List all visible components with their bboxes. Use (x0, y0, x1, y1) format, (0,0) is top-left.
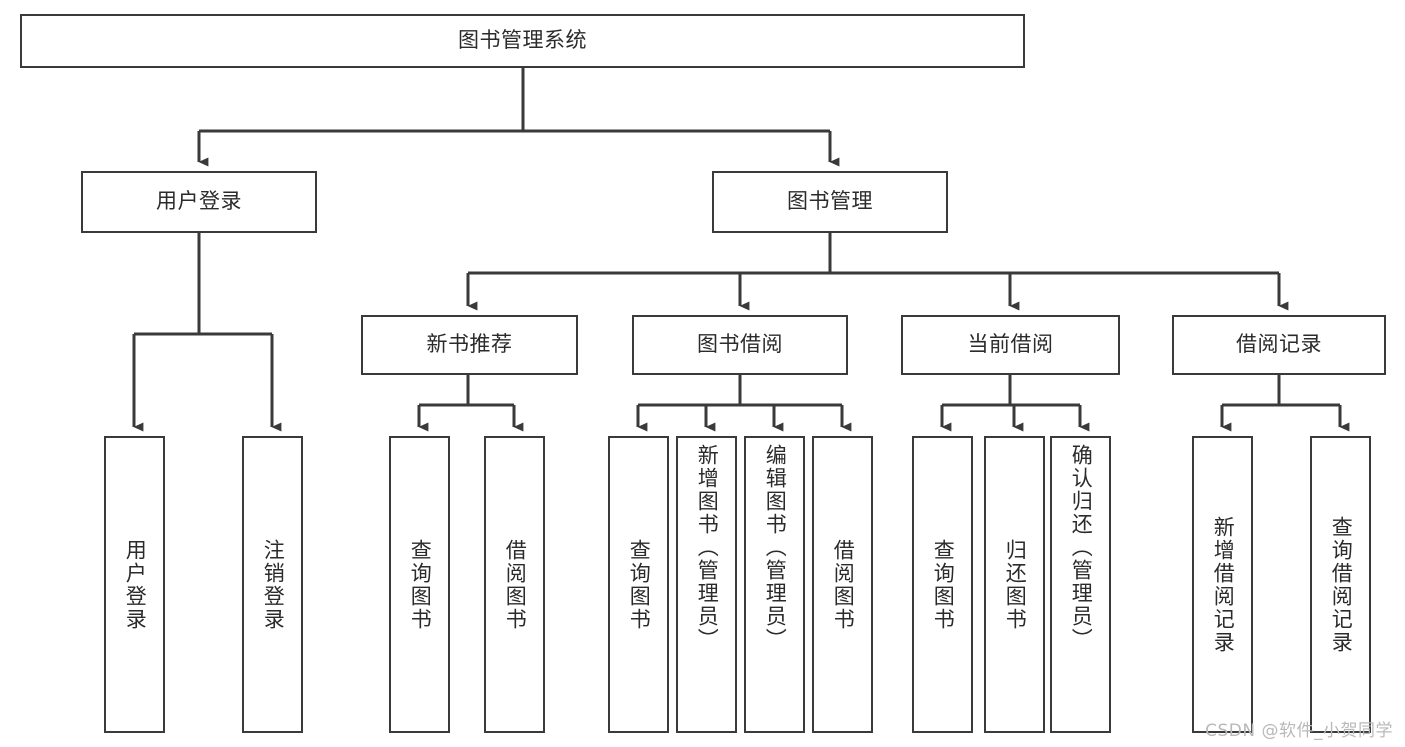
node-leaf-confirm-return-admin[interactable]: 确认归还（管理员） (1050, 436, 1111, 733)
node-leaf-borrow-book-rec[interactable]: 借阅图书 (484, 436, 545, 733)
node-leaf-edit-book-admin-label: 编辑图书（管理员） (763, 444, 788, 651)
node-current-borrow-label: 当前借阅 (967, 332, 1054, 357)
node-leaf-return-book[interactable]: 归还图书 (984, 436, 1045, 733)
node-new-book-recommend[interactable]: 新书推荐 (361, 315, 578, 375)
node-leaf-add-borrow-record-label: 新增借阅记录 (1211, 515, 1236, 654)
node-borrow-record-label: 借阅记录 (1236, 332, 1322, 357)
node-leaf-return-book-label: 归还图书 (1003, 538, 1028, 631)
node-book-management[interactable]: 图书管理 (712, 171, 948, 233)
node-leaf-add-book-admin-label: 新增图书（管理员） (695, 444, 720, 651)
node-leaf-user-logout[interactable]: 注销登录 (242, 436, 303, 733)
node-leaf-query-book-current-label: 查询图书 (931, 538, 956, 631)
node-leaf-query-book-current[interactable]: 查询图书 (912, 436, 973, 733)
node-book-borrow[interactable]: 图书借阅 (632, 315, 848, 375)
node-leaf-query-borrow-record-label: 查询借阅记录 (1329, 515, 1354, 654)
node-leaf-add-borrow-record[interactable]: 新增借阅记录 (1192, 436, 1253, 733)
node-leaf-borrow-book[interactable]: 借阅图书 (812, 436, 873, 733)
node-leaf-confirm-return-admin-label: 确认归还（管理员） (1069, 444, 1094, 651)
node-book-management-label: 图书管理 (787, 189, 873, 214)
node-root-label: 图书管理系统 (458, 28, 587, 53)
node-leaf-query-book-borrow-label: 查询图书 (627, 538, 652, 631)
node-leaf-user-login-label: 用户登录 (123, 538, 148, 631)
node-leaf-borrow-book-label: 借阅图书 (831, 538, 856, 631)
node-borrow-record[interactable]: 借阅记录 (1172, 315, 1386, 375)
node-leaf-query-book-rec[interactable]: 查询图书 (389, 436, 450, 733)
node-leaf-user-logout-label: 注销登录 (261, 538, 286, 631)
node-leaf-add-book-admin[interactable]: 新增图书（管理员） (676, 436, 737, 733)
node-user-login-label: 用户登录 (156, 189, 242, 214)
node-leaf-edit-book-admin[interactable]: 编辑图书（管理员） (744, 436, 805, 733)
node-leaf-query-book-borrow[interactable]: 查询图书 (608, 436, 669, 733)
node-leaf-borrow-book-rec-label: 借阅图书 (503, 538, 528, 631)
node-leaf-query-borrow-record[interactable]: 查询借阅记录 (1310, 436, 1371, 733)
node-current-borrow[interactable]: 当前借阅 (901, 315, 1120, 375)
node-leaf-user-login[interactable]: 用户登录 (104, 436, 165, 733)
node-book-borrow-label: 图书借阅 (697, 332, 783, 357)
node-root[interactable]: 图书管理系统 (20, 14, 1025, 68)
node-user-login[interactable]: 用户登录 (81, 171, 317, 233)
node-new-book-recommend-label: 新书推荐 (426, 332, 513, 357)
node-leaf-query-book-rec-label: 查询图书 (408, 538, 433, 631)
